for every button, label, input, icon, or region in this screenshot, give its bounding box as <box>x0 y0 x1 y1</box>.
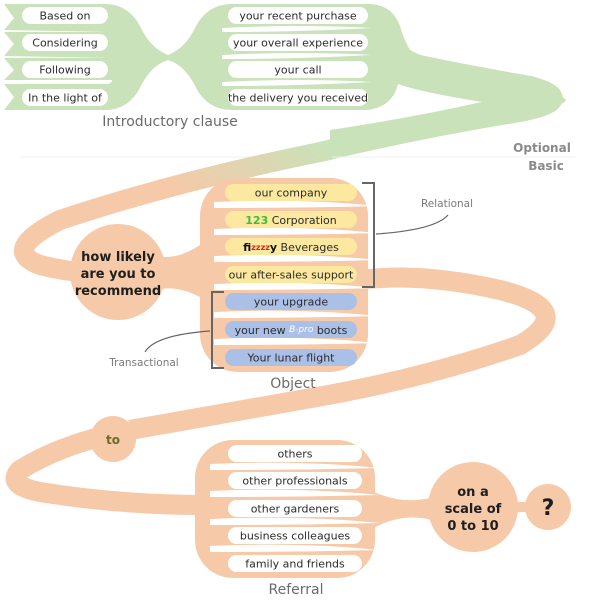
referral-pill-1-label: other professionals <box>242 475 347 488</box>
referral-pill-3-label: business colleagues <box>240 530 351 543</box>
brand-fizzy-logo-mid: zzzz <box>251 243 270 252</box>
basic-section: how likely are you to recommend our comp… <box>14 140 556 440</box>
brand-fizzy-logo-suffix: y <box>270 241 277 254</box>
pill-left-0[interactable] <box>22 7 108 24</box>
relational-pill-0-label: our company <box>255 187 328 200</box>
transactional-pill-1-label: your new B-pro boots <box>235 324 348 337</box>
pill-right-3-label: the delivery you received <box>228 92 368 105</box>
referral-pill-2[interactable] <box>228 500 362 517</box>
scale-line-2: 0 to 10 <box>447 519 498 534</box>
transactional-bracket <box>211 291 224 369</box>
intro-left-pills: Based on Considering Following In the li… <box>22 7 108 106</box>
object-section-label: Object <box>270 376 316 392</box>
pill-right-2[interactable] <box>228 61 368 78</box>
relational-leader <box>375 214 449 235</box>
optional-label: Optional <box>513 141 571 155</box>
pill-right-1[interactable] <box>228 34 368 51</box>
relational-pills: our company 123 Corporation fizzzzy Beve… <box>225 184 357 283</box>
transactional-pill-2[interactable] <box>225 349 357 366</box>
relational-pill-3-label: our after-sales support <box>229 269 354 282</box>
relational-bracket <box>362 182 375 288</box>
basic-hub-circle <box>70 224 166 320</box>
referral-pill-3[interactable] <box>228 527 362 544</box>
referral-pill-4-label: family and friends <box>245 558 345 571</box>
brand-bpro-logo: B-pro <box>289 325 314 335</box>
to-label: to <box>106 433 120 447</box>
referral-pill-4[interactable] <box>228 555 362 572</box>
referral-section: to others other professionals other gard… <box>5 416 571 598</box>
pill-left-3-label: In the light of <box>28 92 103 105</box>
brand-fizzy-logo-prefix: fi <box>243 241 251 254</box>
intro-section: Based on Considering Following In the li… <box>4 4 566 162</box>
relational-pill-3[interactable] <box>225 266 357 283</box>
transactional-pills: your upgrade your new B-pro boots Your l… <box>225 293 357 366</box>
referral-pill-0-label: others <box>277 448 312 461</box>
hub-neck <box>150 245 205 300</box>
intro-section-label: Introductory clause <box>102 114 237 130</box>
referral-pill-0[interactable] <box>228 445 362 462</box>
hub-line-0: how likely <box>81 250 155 265</box>
connector-object-loop <box>128 267 556 440</box>
pill-right-1-label: your overall experience <box>233 37 363 50</box>
connector-intro-to-basic <box>14 140 332 283</box>
intro-right-pills: your recent purchase your overall experi… <box>228 7 368 106</box>
transactional-label: Transactional <box>108 357 178 369</box>
referral-pill-2-label: other gardeners <box>251 503 340 516</box>
hub-line-1: are you to <box>81 267 156 282</box>
relational-pill-2-label: fizzzzy Beverages <box>243 241 339 254</box>
relational-pill-0[interactable] <box>225 184 357 201</box>
hub-line-2: recommend <box>75 284 161 299</box>
transactional-pill-2-label: Your lunar flight <box>247 352 336 365</box>
pill-right-3[interactable] <box>228 89 368 106</box>
referral-pills: others other professionals other gardene… <box>228 445 362 572</box>
scale-line-0: on a <box>457 485 488 500</box>
pill-left-0-label: Based on <box>40 10 91 23</box>
relational-pill-1[interactable] <box>225 211 357 228</box>
pill-left-1[interactable] <box>22 34 108 51</box>
connector-to-referral <box>5 422 206 515</box>
pill-right-0-label: your recent purchase <box>239 10 357 23</box>
pill-left-2[interactable] <box>22 61 108 78</box>
relational-label: Relational <box>421 198 473 210</box>
transactional-leader <box>144 330 211 353</box>
intro-tail <box>317 50 563 162</box>
transactional-pill-0[interactable] <box>225 293 357 310</box>
pill-left-2-label: Following <box>39 64 91 77</box>
question-circle <box>525 484 571 530</box>
pill-right-0[interactable] <box>228 7 368 24</box>
transactional-pill-1[interactable] <box>225 321 357 338</box>
basic-label: Basic <box>528 159 564 173</box>
to-circle <box>90 416 136 462</box>
transactional-pill-0-label: your upgrade <box>254 296 328 309</box>
scale-line-1: scale of <box>445 502 502 517</box>
referral-neck <box>370 490 432 530</box>
relational-pill-1-label: 123 Corporation <box>245 214 336 227</box>
pill-right-2-label: your call <box>274 64 321 77</box>
referral-section-label: Referral <box>269 582 324 598</box>
brand-123-logo: 123 <box>245 214 268 227</box>
pill-left-3[interactable] <box>22 89 108 106</box>
relational-pill-2[interactable] <box>225 238 357 255</box>
referral-pill-1[interactable] <box>228 472 362 489</box>
scale-circle <box>428 462 518 552</box>
question-mark: ? <box>542 496 555 521</box>
pill-left-1-label: Considering <box>32 37 97 50</box>
